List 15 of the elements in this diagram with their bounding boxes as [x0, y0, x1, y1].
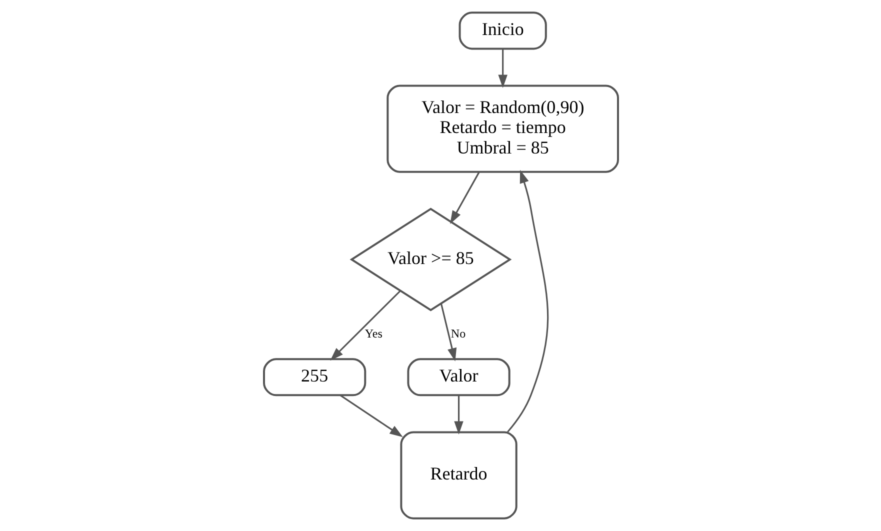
- edge-label: No: [450, 326, 466, 341]
- edge-label: Yes: [364, 326, 382, 341]
- arrow: [339, 394, 402, 438]
- node-box: Retardo: [400, 431, 517, 520]
- node-box: Inicio: [458, 12, 546, 50]
- arrow: [450, 172, 480, 224]
- arrow: [498, 48, 507, 88]
- node-box: Valor: [406, 358, 510, 396]
- node-box: 255: [262, 358, 366, 396]
- arrow: [506, 170, 548, 432]
- arrow: [440, 303, 456, 362]
- node-diamond: Valor >= 85: [349, 208, 512, 312]
- arrow: [330, 290, 400, 361]
- arrow: [454, 395, 463, 434]
- node-box: Valor = Random(0,90) Retardo = tiempo Umbral = 85: [386, 84, 618, 173]
